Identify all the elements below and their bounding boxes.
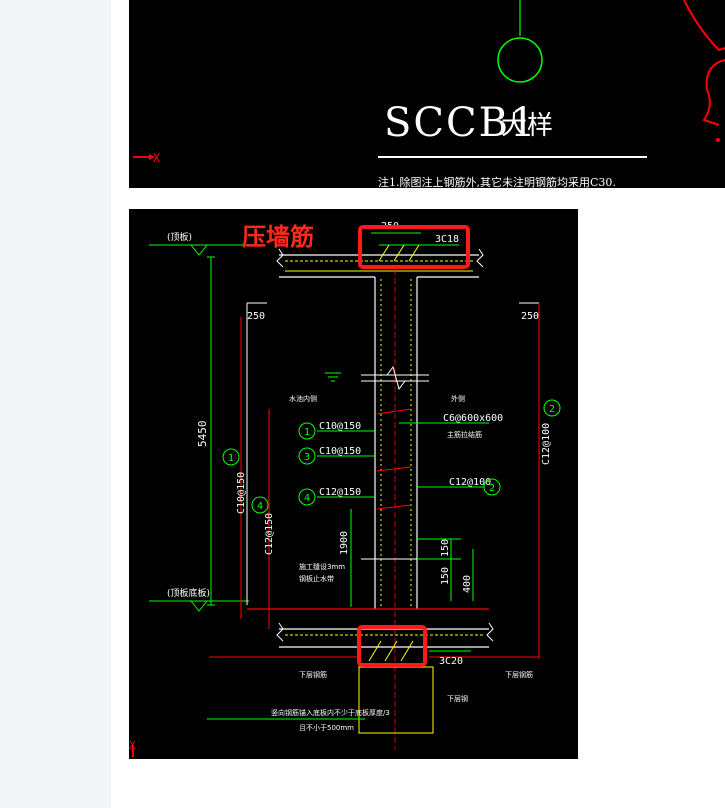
tie-1 — [376, 408, 412, 415]
rebar-c10-150a: C10@150 — [319, 421, 361, 432]
hatch-bot-1 — [368, 640, 382, 662]
circle-2b-text: 2 — [489, 483, 495, 494]
axis-circle — [497, 37, 543, 83]
tie-2 — [376, 466, 412, 472]
label-inner-left: 水池内侧 — [289, 394, 317, 403]
annotation-text: 压墙筋 — [242, 223, 314, 251]
break-left-top — [276, 248, 284, 268]
drawing-note: 注1.除图注上钢筋外,其它未注明钢筋均采用C30. — [378, 175, 616, 188]
circle-2b — [483, 478, 501, 496]
circle-1b — [298, 422, 316, 440]
hatch-top-1 — [378, 244, 390, 262]
hatch-top-3 — [408, 244, 420, 262]
highlight-bottom-box — [357, 625, 427, 667]
drawing-top-svg: SCCB1 大样 注1.除图注上钢筋外,其它未注明钢筋均采用C30. X — [133, 0, 725, 188]
dim-400-text: 400 — [462, 575, 473, 593]
highlight-top-box — [358, 225, 470, 269]
label-inner-right: 外侧 — [451, 394, 465, 403]
dim-total-text: 5450 — [196, 421, 209, 448]
label-center-bottom: 下层钢 — [447, 694, 468, 703]
title-code: SCCB1 — [384, 100, 537, 146]
top-elev-triangle — [189, 244, 209, 256]
circle-4a-text: 4 — [257, 501, 263, 512]
bottom-elev-label: (顶板底板) — [167, 587, 210, 599]
top-bar-label: 3C18 — [435, 234, 459, 245]
red-curve-1 — [683, 0, 725, 52]
break-left-bottom — [276, 622, 284, 642]
rebar-c12-100: C12@100 — [449, 477, 491, 488]
rebar-left-1-text: C10@150 — [236, 472, 247, 514]
drawing-image-top[interactable]: SCCB1 大样 注1.除图注上钢筋外,其它未注明钢筋均采用C30. X — [129, 0, 725, 188]
bottom-elev-triangle — [189, 600, 209, 612]
drawing-image-main[interactable]: (顶板) (顶板底板) 5450 250 3C18 — [129, 209, 578, 759]
circle-4a — [251, 496, 269, 514]
left-sidebar — [0, 0, 111, 808]
dim-150b-text: 150 — [440, 567, 451, 585]
wall-break-zigzag — [386, 365, 406, 391]
label-joint: 施工缝设3mm — [299, 562, 345, 571]
tie-3 — [376, 504, 412, 510]
bottom-note: 竖向钢筋锚入底板内不少于底板厚度/3 — [271, 708, 390, 717]
rebar-c12-150: C12@150 — [319, 487, 361, 498]
circle-3 — [298, 447, 316, 465]
circle-4b — [298, 488, 316, 506]
hatch-bot-3 — [400, 640, 414, 662]
hatch-top-2 — [393, 244, 405, 262]
hatch-bot-2 — [384, 640, 398, 662]
title-suffix: 大样 — [501, 111, 553, 141]
rebar-c10-150b: C10@150 — [319, 446, 361, 457]
dim-1900-text: 1900 — [339, 531, 350, 555]
bottom-bar-label: 3C20 — [439, 656, 463, 667]
rebar-left-4-text: C12@150 — [264, 513, 275, 555]
rebar-right-2-text: C12@100 — [541, 423, 552, 465]
label-bottom-left: 下层钢筋 — [299, 670, 327, 679]
label-joint-sub: 钢板止水带 — [299, 574, 334, 583]
circle-1a — [222, 448, 240, 466]
label-bottom-right: 下层钢筋 — [505, 670, 533, 679]
side-dim-left: 250 — [247, 311, 265, 322]
label-c6-sub: 主筋拉结筋 — [447, 430, 482, 439]
break-right-bottom — [486, 622, 494, 642]
circle-2a-text: 2 — [549, 404, 555, 415]
circle-1a-text: 1 — [228, 453, 234, 464]
x-axis-label: X — [153, 151, 161, 165]
circle-4b-text: 4 — [304, 493, 310, 504]
red-dot — [716, 138, 720, 142]
footing — [358, 666, 434, 734]
x-axis-arrowhead — [149, 154, 155, 160]
circle-2a — [543, 399, 561, 417]
break-right-top — [476, 248, 484, 268]
circle-3-text: 3 — [304, 452, 310, 463]
top-elev-label: (顶板) — [167, 231, 192, 243]
main-x-axis-label: X — [129, 739, 136, 752]
red-curve-2 — [702, 59, 725, 126]
circle-1b-text: 1 — [304, 427, 310, 438]
dim-150a-text: 150 — [440, 539, 451, 557]
bottom-note-2: 且不小于500mm — [299, 723, 354, 732]
side-dim-right: 250 — [521, 311, 539, 322]
drawing-main-svg: (顶板) (顶板底板) 5450 250 3C18 — [129, 221, 561, 757]
rebar-c6: C6@600x600 — [443, 413, 503, 424]
